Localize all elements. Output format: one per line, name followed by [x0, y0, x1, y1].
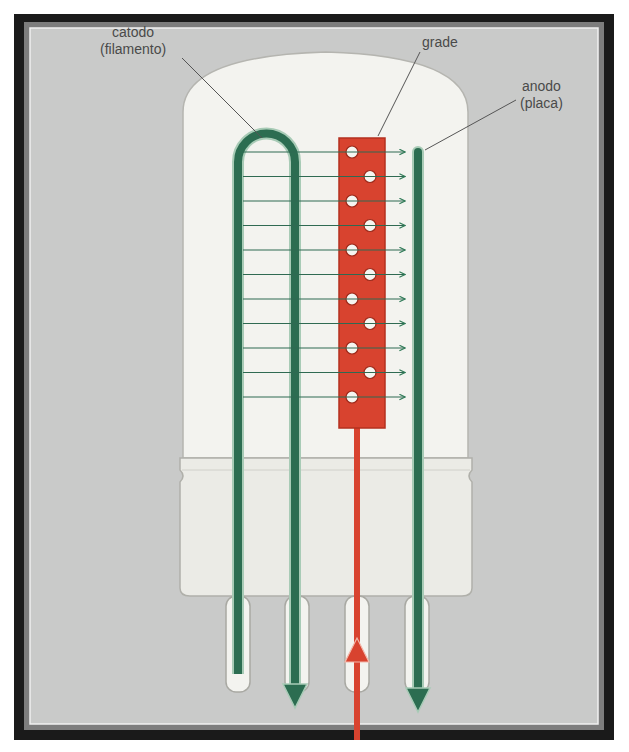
cathode-filament-edge	[238, 134, 295, 687]
electron-arrow	[243, 396, 405, 397]
electron-arrow	[243, 298, 405, 299]
frame-outer	[14, 14, 614, 740]
leader-line	[378, 52, 420, 136]
electron-flow	[243, 152, 405, 397]
electron-arrow	[243, 323, 405, 324]
leader-line	[182, 58, 262, 138]
electron-arrow	[243, 249, 405, 250]
part-label: grade	[422, 34, 458, 51]
part-label: anodo (placa)	[520, 78, 563, 112]
pins	[226, 596, 429, 692]
electron-arrow	[243, 274, 405, 275]
frame-bevel	[24, 22, 604, 730]
grid-wire	[354, 424, 360, 740]
cathode-filament	[238, 134, 295, 687]
electron-arrow	[243, 225, 405, 226]
electron-arrow	[243, 200, 405, 201]
glass-bulb	[183, 52, 468, 458]
electron-arrow	[243, 176, 405, 177]
base-seam	[182, 470, 470, 471]
leader-line	[425, 100, 516, 150]
leader-lines	[182, 52, 516, 150]
anode-arrowhead	[406, 688, 430, 712]
grid	[339, 138, 385, 428]
part-label: catodo (filamento)	[100, 24, 166, 58]
electron-arrow	[243, 151, 405, 152]
tube-base	[180, 458, 472, 596]
cathode-arrowhead	[283, 684, 307, 708]
anode-plate	[414, 152, 422, 688]
background-panel	[30, 28, 598, 724]
anode-plate-edge	[412, 152, 424, 688]
grid-arrowhead	[345, 638, 369, 662]
electron-arrow	[243, 372, 405, 373]
electron-arrow	[243, 347, 405, 348]
